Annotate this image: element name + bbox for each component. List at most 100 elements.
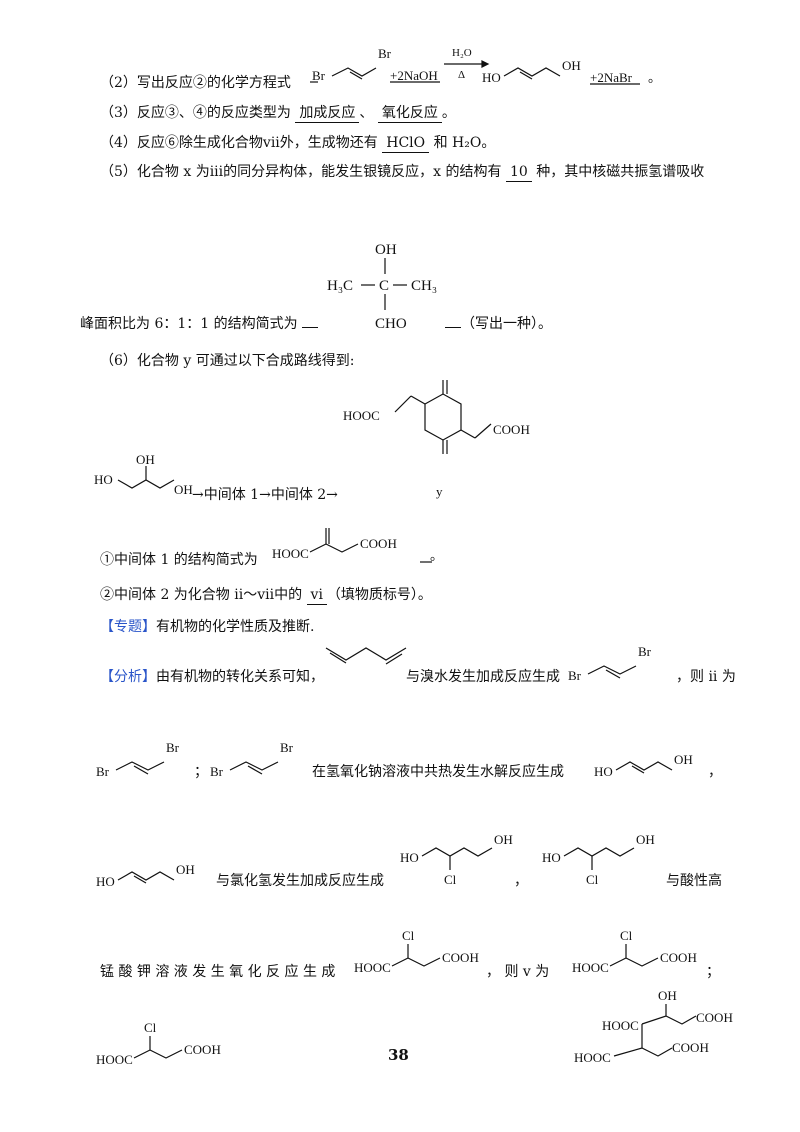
analysis-br-2b: Br <box>166 740 180 755</box>
analysis-tag: 【分析】 <box>100 669 156 685</box>
q6-sub2-line: ②中间体 2 为化合物 ii～vii中的 vi（填物质标号）。 <box>100 586 432 605</box>
analysis-chloro-acid-2: HOOC Cl COOH <box>572 928 697 975</box>
analysis-dibromide-1: Br Br <box>568 644 652 683</box>
q2-br-right: Br <box>378 46 392 61</box>
q5-cho: CHO <box>375 316 407 332</box>
q4-line: （4）反应⑥除生成化合物vii外，生成物还有 HClO 和 H₂O。 <box>100 134 495 153</box>
q5-oh: OH <box>375 242 397 258</box>
q5-count: 10 <box>505 163 532 182</box>
analysis-chlorodiol-1-oh: OH <box>494 832 513 847</box>
analysis-t6: ， <box>708 764 722 780</box>
analysis-chlorodiol-2-oh: OH <box>636 832 655 847</box>
q6-sub1-structure: HOOC COOH 。 <box>272 528 443 563</box>
analysis-dibromide-3: Br Br <box>210 740 294 779</box>
q6-y-structure: OH HOOC COOH y <box>343 380 530 499</box>
q2-naoh: +2NaOH <box>390 68 438 83</box>
analysis-diol-1-ho: HO <box>594 764 613 779</box>
analysis-t10: 锰 酸 钾 溶 液 发 生 氧 化 反 应 生 成 <box>100 964 336 980</box>
analysis-chlorodiol-1: HO Cl OH <box>400 832 513 887</box>
analysis-acid-2-hooc: HOOC <box>572 960 609 975</box>
analysis-t11: ， 则 v 为 <box>486 964 550 980</box>
analysis-acid-3-cl: Cl <box>144 1020 157 1035</box>
analysis-chlorodiol-2-cl: Cl <box>586 872 599 887</box>
analysis-hydroxy-acid: OH HOOC COOH HOOC COOH <box>574 988 733 1065</box>
analysis-hydroxy-hooc-2: HOOC <box>574 1050 611 1065</box>
analysis-t3: ，则 ii 为 <box>676 669 736 685</box>
analysis-chloro-acid-1: HOOC Cl COOH <box>354 928 479 975</box>
analysis-t7: 与氯化氢发生加成反应生成 <box>216 873 384 889</box>
q6-sub2-text: ②中间体 2 为化合物 ii～vii中的 <box>100 587 303 603</box>
q4-label: （4）反应⑥除生成化合物vii外，生成物还有 <box>100 135 378 151</box>
analysis-br-3a: Br <box>210 764 224 779</box>
analysis-t9: 与酸性高 <box>666 873 722 889</box>
q3-label: （3）反应③、④的反应类型为 <box>100 105 291 121</box>
q6-label: （6）化合物 y 可通过以下合成路线得到: <box>100 353 355 369</box>
topic-line: 【专题】有机物的化学性质及推断. <box>100 618 314 636</box>
q5-line2-text: 峰面积比为 6：1：1 的结构简式为 <box>80 316 298 332</box>
q4-answer: HClO <box>382 134 430 153</box>
q5-ch3: CH₃ <box>411 278 437 294</box>
analysis-hydroxy-cooh-1: COOH <box>696 1010 733 1025</box>
q5-text-end: 种，其中核磁共振氢谱吸收 <box>536 164 705 180</box>
q6-sub1-cooh: COOH <box>360 536 397 551</box>
q6-y-label: y <box>436 484 443 499</box>
q6-start-oh: OH <box>136 452 155 467</box>
analysis-br-1b: Br <box>638 644 652 659</box>
analysis-diol-1: HO OH <box>594 752 693 779</box>
analysis-acid-1-hooc: HOOC <box>354 960 391 975</box>
q5-text: （5）化合物 x 为iii的同分异构体，能发生银镜反应，x 的结构有 <box>100 164 502 180</box>
q6-start-structure: HO OH OH <box>94 452 193 497</box>
q3-end: 。 <box>441 105 456 121</box>
butadiene-structure <box>325 647 407 665</box>
page-number: 38 <box>388 1046 409 1064</box>
analysis-dibromide-2: Br Br <box>96 740 180 779</box>
q6-sub1-label: ①中间体 1 的结构简式为 <box>100 552 258 568</box>
analysis-diol-1-oh: OH <box>674 752 693 767</box>
q2-product-oh: OH <box>562 58 581 73</box>
analysis-acid-3-cooh: COOH <box>184 1042 221 1057</box>
analysis-chloro-acid-3: HOOC Cl COOH <box>96 1020 221 1067</box>
q2-cond-bottom: Δ <box>458 69 465 81</box>
q6-y-hooc: HOOC <box>343 408 380 423</box>
analysis-br-2a: Br <box>96 764 110 779</box>
q6-start-oh2: OH <box>174 482 193 497</box>
q2-end: 。 <box>648 70 661 85</box>
topic-text: 有机物的化学性质及推断. <box>156 619 315 635</box>
analysis-acid-2-cooh: COOH <box>660 950 697 965</box>
q2-cond-top: H₂O <box>452 47 472 59</box>
q2-equation: Br Br +2NaOH H₂O Δ HO OH +2NaBr 。 <box>310 46 661 85</box>
q3-line: （3）反应③、④的反应类型为 加成反应、 氧化反应。 <box>100 104 456 123</box>
q6-y-cooh: COOH <box>493 422 530 437</box>
q5-line2-end-text: （写出一种）。 <box>461 316 552 332</box>
q6-sub1-end: 。 <box>430 548 443 563</box>
analysis-t5: 在氢氧化钠溶液中共热发生水解反应生成 <box>312 764 564 780</box>
analysis-acid-3-hooc: HOOC <box>96 1052 133 1067</box>
q3-sep: 、 <box>359 105 374 121</box>
analysis-t4: ； <box>194 764 208 780</box>
analysis-acid-2-cl: Cl <box>620 928 633 943</box>
analysis-t8: ， <box>514 873 528 889</box>
analysis-chlorodiol-1-ho: HO <box>400 850 419 865</box>
q2-label: （2）写出反应②的化学方程式 <box>100 75 291 91</box>
q6-sub2-answer: vi <box>306 586 327 605</box>
q2-product-ho: HO <box>482 70 501 85</box>
q2-br-left: Br <box>312 68 326 83</box>
q4-end: 和 H₂O。 <box>433 135 496 151</box>
analysis-t12: ； <box>706 964 720 980</box>
q5-line2-end: （写出一种）。 <box>445 315 552 333</box>
analysis-chlorodiol-1-cl: Cl <box>444 872 457 887</box>
q6-sub1-hooc: HOOC <box>272 546 309 561</box>
analysis-chlorodiol-2-ho: HO <box>542 850 561 865</box>
analysis-diol-2: HO OH <box>96 862 195 889</box>
analysis-hydroxy-oh: OH <box>658 988 677 1003</box>
q6-start-ho: HO <box>94 472 113 487</box>
analysis-diol-2-ho: HO <box>96 874 115 889</box>
q5-line1: （5）化合物 x 为iii的同分异构体，能发生银镜反应，x 的结构有 10 种，… <box>100 163 704 182</box>
q2-nabr: +2NaBr <box>590 70 633 85</box>
topic-tag: 【专题】 <box>100 619 156 635</box>
q3-answer-1: 加成反应 <box>295 104 360 123</box>
q5-c: C <box>379 278 389 294</box>
analysis-hydroxy-cooh-2: COOH <box>672 1040 709 1055</box>
analysis-acid-1-cl: Cl <box>402 928 415 943</box>
analysis-br-3b: Br <box>280 740 294 755</box>
